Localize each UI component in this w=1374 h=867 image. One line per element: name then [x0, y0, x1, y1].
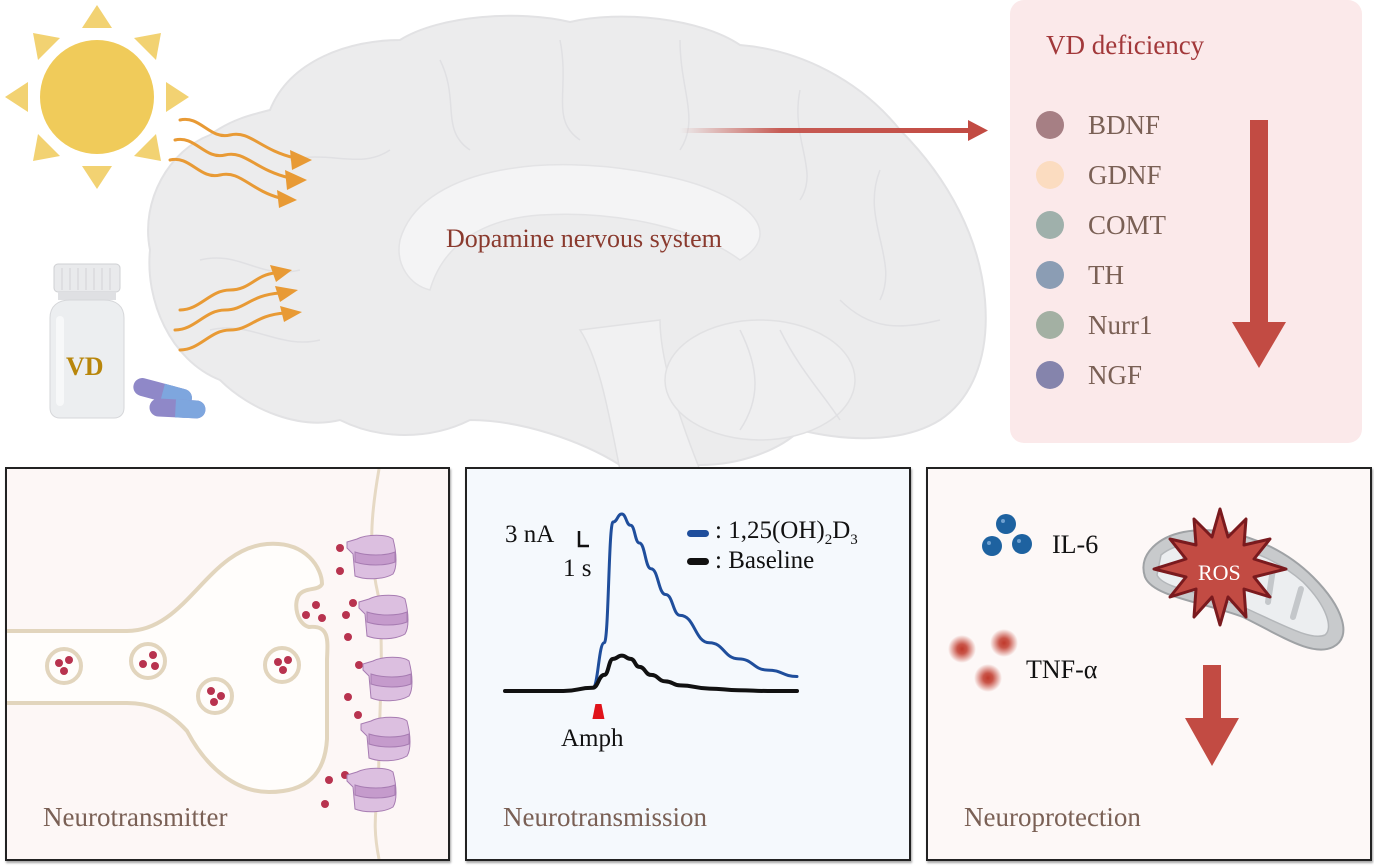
legend-item-baseline: : Baseline [687, 547, 814, 575]
receptors [346, 534, 413, 813]
marker-label: Nurr1 [1088, 309, 1153, 340]
brain-illustration [147, 14, 988, 470]
vd-deficiency-panel: VD deficiency BDNF GDNF COMT TH Nurr1 NG… [1010, 0, 1362, 443]
bottle-label: VD [66, 352, 104, 381]
capsule-icon [133, 378, 206, 419]
brain-gyri [199, 39, 941, 431]
marker-dot-icon [1036, 161, 1064, 189]
brain-label: Dopamine nervous system [446, 224, 722, 253]
legend-label: : Baseline [715, 547, 815, 574]
legend-item-treatment: : 1,25(OH)2D3 [687, 517, 858, 549]
legend-swatch-icon [687, 557, 709, 565]
stimulus-label: Amph [561, 725, 624, 752]
sun-icon [5, 5, 189, 189]
scale-current-label: 3 nA [505, 521, 555, 548]
flow-arrow-head [968, 120, 988, 141]
marker-label: NGF [1088, 359, 1143, 390]
il6-label: IL-6 [1052, 530, 1099, 559]
synapse-illustration [7, 469, 413, 859]
marker-dot-icon [1036, 311, 1064, 339]
vitamin-d-bottle-icon [49, 263, 206, 419]
marker-item: GDNF [1036, 150, 1166, 200]
trace-baseline [503, 653, 799, 693]
scale-bar-icon [577, 531, 589, 548]
marker-dot-icon [1036, 111, 1064, 139]
ros-label: ROS [1198, 560, 1241, 585]
marker-label: COMT [1088, 209, 1167, 240]
flow-arrow-shaft [680, 128, 970, 133]
cerebellum [664, 319, 856, 441]
scale-time-label: 1 s [563, 555, 592, 582]
vesicles [45, 642, 301, 715]
amperometry-chart [503, 512, 799, 719]
marker-label: TH [1088, 259, 1124, 290]
marker-dot-icon [1036, 361, 1064, 389]
stimulus-marker-icon [592, 704, 605, 719]
panel-neurotransmitter: Neurotransmitter [5, 467, 450, 861]
marker-dot-icon [1036, 261, 1064, 289]
marker-item: TH [1036, 250, 1166, 300]
marker-item: NGF [1036, 350, 1166, 400]
panel-title: Neuroprotection [964, 802, 1141, 832]
uv-ray-heads [270, 150, 312, 322]
marker-list: BDNF GDNF COMT TH Nurr1 NGF [1036, 100, 1166, 400]
marker-item: COMT [1036, 200, 1166, 250]
panel-neuroprotection: IL-6 TNF-α ROS Neuroprotection [926, 467, 1372, 861]
deficiency-title: VD deficiency [1046, 30, 1205, 60]
corpus-callosum [398, 163, 761, 291]
decrease-arrow-icon [1185, 665, 1239, 766]
tnf-alpha-label: TNF-α [1026, 655, 1098, 684]
marker-label: BDNF [1088, 109, 1161, 140]
tnf-alpha-molecules-icon [948, 629, 1018, 692]
neurotransmitter-molecules [55, 544, 363, 808]
marker-label: GDNF [1088, 159, 1162, 190]
marker-item: BDNF [1036, 100, 1166, 150]
uv-rays [168, 117, 297, 352]
panel-title: Neurotransmitter [43, 802, 228, 832]
panel-neurotransmission: 3 nA 1 s : 1,25(OH)2D3 : Baseline Amph N… [465, 467, 911, 861]
ros-burst-icon [1152, 507, 1288, 627]
panel-title: Neurotransmission [503, 802, 707, 832]
brainstem [578, 319, 701, 470]
il6-molecules-icon [982, 514, 1032, 556]
neuroprotection-illustration [948, 507, 1345, 766]
legend-label: : 1,25(OH)2D3 [715, 517, 858, 548]
presynaptic-terminal [7, 541, 330, 795]
marker-dot-icon [1036, 211, 1064, 239]
marker-item: Nurr1 [1036, 300, 1166, 350]
decrease-arrow-icon [1232, 120, 1286, 368]
legend-swatch-icon [687, 529, 709, 537]
